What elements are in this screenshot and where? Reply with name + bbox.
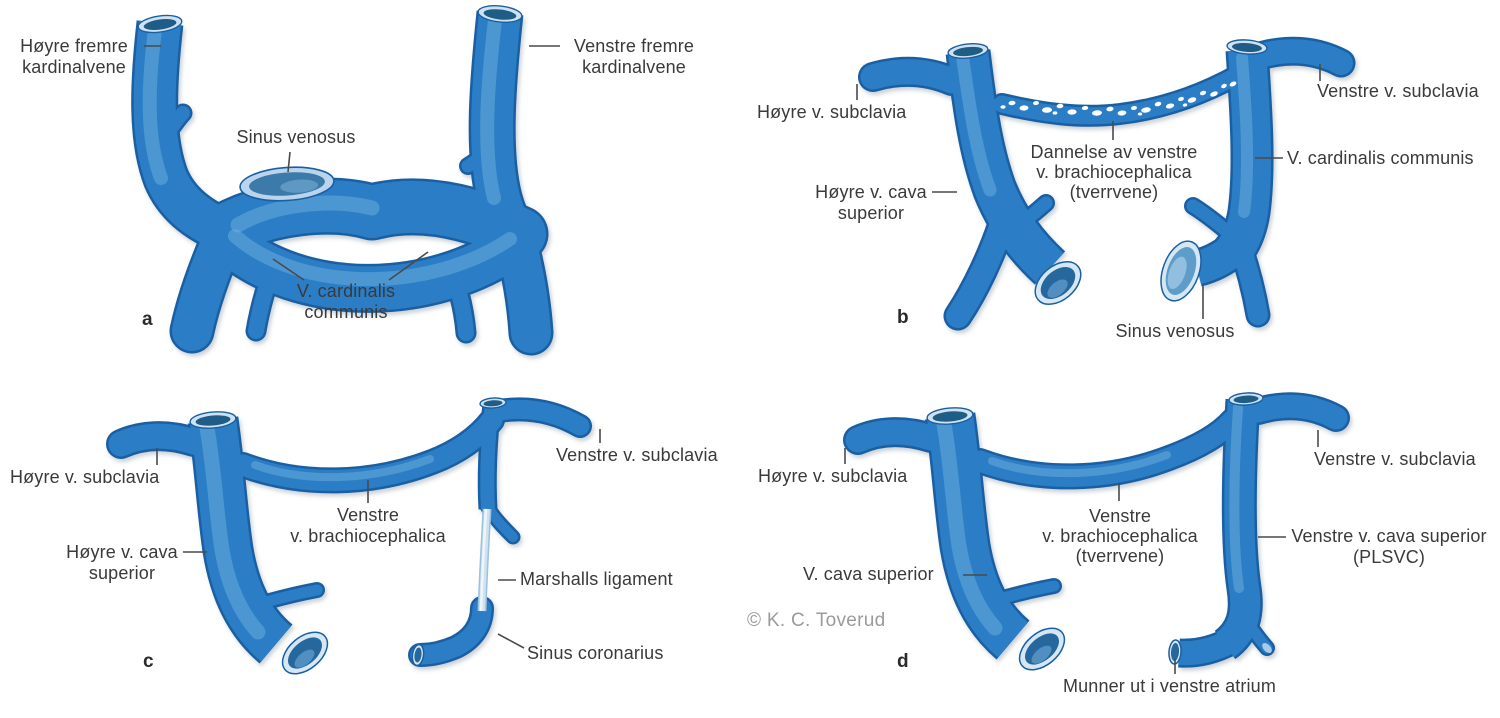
label-line: Sinus coronarius [527,643,664,663]
label-venstre-v-subclavia-c: Venstre v. subclavia [556,445,734,466]
panel-b-body [860,39,1353,328]
label-hoyre-v-subclavia-c: Høyre v. subclavia [10,467,170,488]
label-line: Venstre [1088,506,1152,526]
panel-a-body [133,10,551,353]
label-line: Munner ut i venstre atrium [1063,676,1276,696]
panel-b-anastomosis-holes [1000,81,1237,116]
label-hoyre-v-cava-superior-b: Høyre v. cava superior [812,182,930,224]
label-line: superior [837,203,905,223]
label-venstre-v-subclavia-d: Venstre v. subclavia [1314,449,1494,470]
label-line: communis [304,302,388,322]
label-hoyre-fremre-kardinalvene: Høyre fremre kardinalvene [6,36,142,78]
label-line: Venstre v. subclavia [556,445,718,465]
label-line: Venstre v. cava superior [1291,526,1487,546]
label-line: V. cardinalis [296,281,396,301]
panel-d-leader-lines [844,430,1319,674]
label-line: (PLSVC) [1352,547,1426,567]
label-line: Høyre v. cava [66,542,178,562]
label-line: v. brachiocephalica [290,526,446,546]
panel-d-illustration [843,392,1350,674]
panel-a-vessel-openings [137,5,523,34]
panel-a-leader-lines [144,45,560,281]
panel-c-marshalls-ligament [477,508,492,612]
label-venstre-fremre-kardinalvene: Venstre fremre kardinalvene [563,36,705,78]
panel-letter-b: b [897,307,909,328]
label-line: Høyre fremre [20,36,128,56]
label-v-cardinalis-communis-b: V. cardinalis communis [1287,148,1492,169]
panel-c-vessel-openings [189,397,507,675]
panel-a-sinus-venosus-opening [239,166,335,202]
label-line: Marshalls ligament [520,569,673,589]
panel-c-body [108,399,590,665]
panel-b-vessel-openings [947,39,1268,305]
label-marshalls-ligament: Marshalls ligament [520,569,690,590]
panel-c-leader-lines [156,429,601,649]
panel-letter-a: a [142,309,153,330]
label-munner-ut-i-venstre-atrium: Munner ut i venstre atrium [1063,676,1298,697]
label-line: Høyre v. cava [815,182,927,202]
panel-b-leader-lines [856,64,1321,319]
label-line: kardinalvene [22,57,126,77]
label-hoyre-v-cava-superior-c: Høyre v. cava superior [62,542,182,584]
label-sinus-coronarius: Sinus coronarius [527,643,677,664]
label-line: (tverrvene) [1075,546,1165,566]
panel-letter-d: d [897,651,909,672]
label-venstre-v-cava-superior-plsvc: Venstre v. cava superior (PLSVC) [1288,526,1490,568]
panel-b-illustration [856,36,1356,331]
label-sinus-venosus-b: Sinus venosus [1105,321,1245,342]
label-venstre-v-subclavia-b: Venstre v. subclavia [1317,81,1495,102]
label-sinus-venosus-a: Sinus venosus [226,127,366,148]
label-line: Dannelse av venstre [1030,142,1198,162]
label-line: V. cardinalis communis [1287,148,1474,168]
label-line: superior [88,563,156,583]
label-line: Venstre v. subclavia [1317,81,1479,101]
label-line: Høyre v. subclavia [757,102,907,122]
label-venstre-v-brachiocephalica-c: Venstre v. brachiocephalica [280,505,456,547]
label-line: Høyre v. subclavia [758,466,908,486]
panel-letter-c: c [143,651,154,672]
label-line: Venstre fremre [573,36,695,56]
label-hoyre-v-subclavia-d: Høyre v. subclavia [758,466,918,487]
label-line: v. brachiocephalica [1036,162,1192,182]
label-venstre-v-brachiocephalica-d: Venstre v. brachiocephalica (tverrvene) [1036,506,1204,566]
label-line: v. brachiocephalica [1042,526,1198,546]
label-line: Høyre v. subclavia [10,467,160,487]
label-v-cava-superior-d: V. cava superior [803,564,961,585]
copyright-credit: © K. C. Toverud [747,610,886,631]
label-hoyre-v-subclavia-b: Høyre v. subclavia [757,102,917,123]
label-line: Sinus venosus [236,127,356,147]
panel-d-body [845,394,1348,666]
panel-d-vessel-openings [926,392,1272,671]
panel-a-illustration [131,5,560,356]
label-line: Venstre v. subclavia [1314,449,1476,469]
panel-c-illustration [106,397,601,675]
label-line: V. cava superior [803,564,934,584]
label-dannelse-av-venstre: Dannelse av venstre v. brachiocephalica … [1030,142,1198,202]
label-line: Venstre [336,505,400,525]
label-line: (tverrvene) [1069,182,1159,202]
label-line: Sinus venosus [1115,321,1235,341]
label-line: kardinalvene [582,57,686,77]
label-v-cardinalis-communis-a: V. cardinalis communis [285,281,407,323]
